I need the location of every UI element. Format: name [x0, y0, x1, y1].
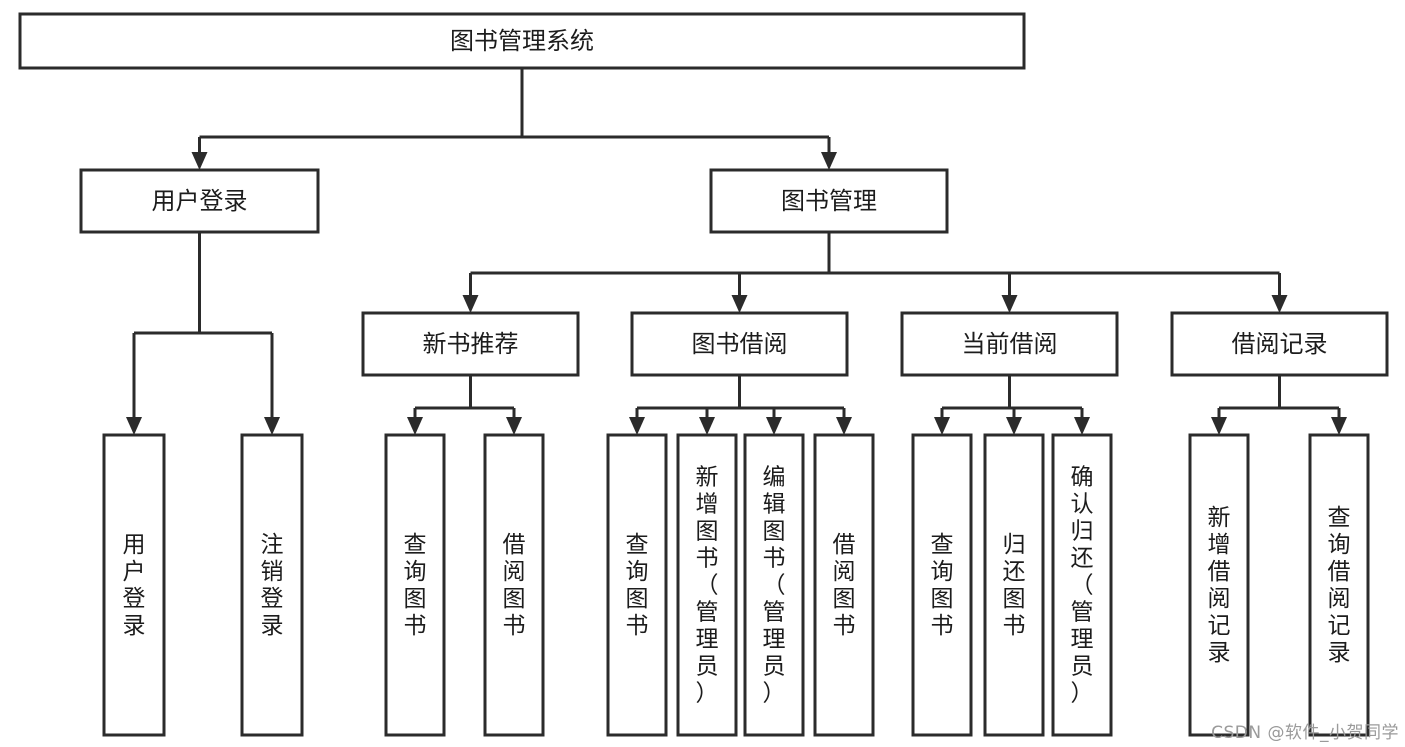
- level3-arrow-3-arrowhead: [1271, 295, 1288, 313]
- current-borrow-leaf-arrow-0-arrowhead: [934, 417, 950, 435]
- node-book-manage[interactable]: 图书管理: [709, 168, 949, 234]
- node-leaf-rec-search[interactable]: 查询借阅记录: [1308, 433, 1370, 737]
- level2-arrow-1-arrowhead: [821, 152, 837, 170]
- node-leaf-user-login-box[interactable]: [102, 433, 166, 737]
- book-borrow-leaf-arrow-1-arrowhead: [699, 417, 715, 435]
- node-leaf-rec-borrow-box[interactable]: [483, 433, 545, 737]
- node-borrow-record-box[interactable]: [1170, 311, 1389, 377]
- user-login-leaf-arrow-1-arrowhead: [264, 417, 280, 435]
- connector-lines: [126, 68, 1347, 435]
- node-leaf-cur-query-box[interactable]: [911, 433, 973, 737]
- node-leaf-borrow-lend-label: 借阅图书: [833, 532, 856, 639]
- node-leaf-cur-return-box[interactable]: [983, 433, 1045, 737]
- node-user-login-label: 用户登录: [152, 187, 248, 215]
- node-new-book-recommend-box[interactable]: [361, 311, 580, 377]
- node-leaf-rec-add-label: 新增借阅记录: [1208, 505, 1231, 666]
- node-leaf-user-logout[interactable]: 注销登录: [240, 433, 304, 737]
- borrow-record-leaf-arrow-1-arrowhead: [1331, 417, 1347, 435]
- node-new-book-recommend[interactable]: 新书推荐: [361, 311, 580, 377]
- node-current-borrow-label: 当前借阅: [962, 330, 1058, 358]
- node-leaf-user-logout-box[interactable]: [240, 433, 304, 737]
- node-leaf-user-login-label: 用户登录: [123, 532, 146, 639]
- node-book-borrow-box[interactable]: [630, 311, 849, 377]
- node-current-borrow[interactable]: 当前借阅: [900, 311, 1119, 377]
- node-root-box[interactable]: [18, 12, 1026, 70]
- node-leaf-cur-confirm-box[interactable]: [1051, 433, 1113, 737]
- node-leaf-rec-query-label: 查询图书: [404, 532, 427, 639]
- node-leaf-rec-add[interactable]: 新增借阅记录: [1188, 433, 1250, 737]
- new-book-recommend-leaf-arrow-0-arrowhead: [407, 417, 423, 435]
- level3-arrow-0-arrowhead: [462, 295, 479, 313]
- node-leaf-borrow-lend-box[interactable]: [813, 433, 875, 737]
- node-leaf-rec-add-box[interactable]: [1188, 433, 1250, 737]
- node-current-borrow-box[interactable]: [900, 311, 1119, 377]
- new-book-recommend-leaf-arrow-1-arrowhead: [506, 417, 522, 435]
- node-leaf-cur-query[interactable]: 查询图书: [911, 433, 973, 737]
- node-book-manage-box[interactable]: [709, 168, 949, 234]
- node-leaf-borrow-query[interactable]: 查询图书: [606, 433, 668, 737]
- node-leaf-cur-query-label: 查询图书: [931, 532, 954, 639]
- node-user-login[interactable]: 用户登录: [79, 168, 320, 234]
- node-leaf-rec-query[interactable]: 查询图书: [384, 433, 446, 737]
- book-borrow-leaf-arrow-2-arrowhead: [766, 417, 782, 435]
- node-root-label: 图书管理系统: [450, 27, 594, 55]
- node-leaf-cur-return-label: 归还图书: [1003, 532, 1026, 639]
- node-leaf-rec-search-box[interactable]: [1308, 433, 1370, 737]
- node-new-book-recommend-label: 新书推荐: [423, 330, 519, 358]
- node-leaf-user-logout-label: 注销登录: [261, 532, 284, 639]
- node-leaf-user-login[interactable]: 用户登录: [102, 433, 166, 737]
- diagram-nodes: 图书管理系统用户登录图书管理新书推荐图书借阅当前借阅借阅记录用户登录注销登录查询…: [18, 12, 1389, 737]
- node-user-login-box[interactable]: [79, 168, 320, 234]
- node-book-manage-label: 图书管理: [781, 187, 877, 215]
- node-leaf-borrow-query-label: 查询图书: [626, 532, 649, 639]
- node-borrow-record-label: 借阅记录: [1232, 330, 1328, 358]
- node-leaf-borrow-edit[interactable]: 编辑图书（管理员）: [743, 433, 805, 737]
- level2-arrow-0-arrowhead: [191, 152, 208, 170]
- level3-arrow-1-arrowhead: [731, 295, 748, 313]
- node-leaf-rec-borrow[interactable]: 借阅图书: [483, 433, 545, 737]
- node-book-borrow-label: 图书借阅: [692, 330, 788, 358]
- node-leaf-borrow-lend[interactable]: 借阅图书: [813, 433, 875, 737]
- node-borrow-record[interactable]: 借阅记录: [1170, 311, 1389, 377]
- node-leaf-rec-query-box[interactable]: [384, 433, 446, 737]
- node-leaf-cur-confirm-label: 确认归还（管理员）: [1071, 465, 1094, 707]
- node-root[interactable]: 图书管理系统: [18, 12, 1026, 70]
- node-leaf-cur-confirm[interactable]: 确认归还（管理员）: [1051, 433, 1113, 737]
- node-book-borrow[interactable]: 图书借阅: [630, 311, 849, 377]
- node-leaf-borrow-add-label: 新增图书（管理员）: [696, 465, 719, 707]
- node-leaf-borrow-add[interactable]: 新增图书（管理员）: [676, 433, 738, 737]
- node-leaf-cur-return[interactable]: 归还图书: [983, 433, 1045, 737]
- node-leaf-borrow-edit-label: 编辑图书（管理员）: [763, 465, 786, 707]
- node-leaf-borrow-add-box[interactable]: [676, 433, 738, 737]
- book-borrow-leaf-arrow-0-arrowhead: [629, 417, 645, 435]
- node-leaf-rec-borrow-label: 借阅图书: [503, 532, 526, 639]
- node-leaf-borrow-edit-box[interactable]: [743, 433, 805, 737]
- borrow-record-leaf-arrow-0-arrowhead: [1211, 417, 1227, 435]
- current-borrow-leaf-arrow-1-arrowhead: [1006, 417, 1022, 435]
- current-borrow-leaf-arrow-2-arrowhead: [1074, 417, 1090, 435]
- node-leaf-borrow-query-box[interactable]: [606, 433, 668, 737]
- user-login-leaf-arrow-0-arrowhead: [126, 417, 142, 435]
- book-borrow-leaf-arrow-3-arrowhead: [836, 417, 852, 435]
- level3-arrow-2-arrowhead: [1001, 295, 1018, 313]
- node-leaf-rec-search-label: 查询借阅记录: [1328, 505, 1351, 666]
